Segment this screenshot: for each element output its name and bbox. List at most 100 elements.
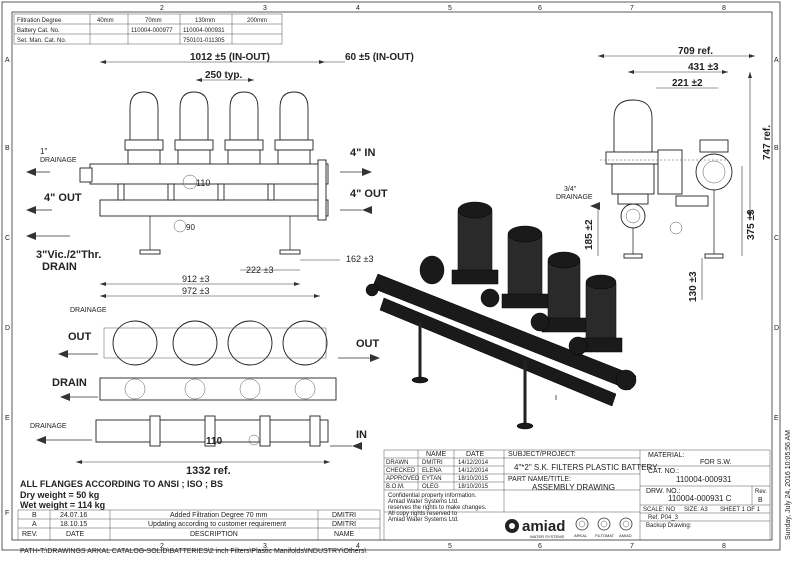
grid-row: C [5, 235, 10, 242]
grid-rows-left: A B C D E F [5, 57, 10, 517]
label-drain-size: 1" [40, 147, 47, 156]
tb-person: OLEG [422, 484, 439, 490]
tb-role: B.O.M. [386, 484, 405, 490]
tb-conf: All copy rights reserved to [388, 511, 458, 517]
sub-brand-name: FILTOMAT [595, 533, 615, 538]
label-drainage: DRAINAGE [40, 157, 77, 164]
grid-col: 3 [263, 543, 267, 550]
tb-name-header: NAME [426, 451, 447, 458]
grid-row: E [5, 415, 10, 422]
dim-60: 60 ±5 (IN-OUT) [345, 52, 414, 63]
dim-110: 110 [196, 178, 210, 188]
front-filter-3 [224, 91, 264, 165]
arrow-right-icon [370, 354, 380, 362]
amiad-logo: amiad WATER SYSTEMS [505, 518, 565, 539]
dim-431: 431 ±3 [688, 62, 719, 73]
tb-conf: Confidential property information. [388, 493, 477, 499]
tb-part: ASSEMBLY DRAWING [532, 483, 615, 492]
tb-role: DRAWN [386, 460, 408, 466]
header-row-label: Filtration Degree [17, 18, 62, 24]
dim-90: 90 [186, 223, 195, 232]
iso-filter-3 [541, 251, 587, 333]
rev-row: B [32, 512, 37, 519]
top-view: DRAINAGE 110 OUT DRAIN DRAINAGE OUT IN 1… [30, 307, 380, 477]
rev-date: 24.07.16 [60, 512, 87, 519]
tb-size: SIZE: A3 [684, 507, 708, 513]
arrow-left-icon [26, 206, 36, 214]
svg-text:WATER SYSTEMS: WATER SYSTEMS [530, 534, 565, 539]
tb-person: DMITRI [422, 460, 443, 466]
tb-role: CHECKED [386, 468, 416, 474]
grid-col: 8 [722, 543, 726, 550]
header-row-label: Battery Cat. No. [17, 28, 60, 34]
sub-brand-name: ARKAL [574, 533, 588, 538]
tb-scale: SCALE: NO [643, 507, 675, 513]
arrow-left-icon [58, 350, 68, 358]
rev-header: REV. [22, 531, 38, 538]
rev-name: DMITRI [332, 512, 356, 519]
tb-subject: 4"*2" S.K. FILTERS PLASTIC BATTERY [514, 463, 658, 472]
header-cell: 110004-000977 [131, 28, 173, 34]
grid-columns-bottom: 2 3 4 5 6 7 8 [160, 543, 726, 550]
notes: ALL FLANGES ACCORDING TO ANSI ; ISO ; BS… [20, 479, 223, 510]
grid-col: 2 [160, 5, 164, 12]
tb-material: FOR S.W. [700, 459, 732, 466]
label-drain-spec: 3"Vic./2"Thr. [36, 249, 101, 261]
arrow-left-icon [36, 436, 46, 444]
header-cell: 750101-011305 [183, 38, 225, 44]
arrow-left-icon [26, 232, 36, 240]
grid-col: 4 [356, 543, 360, 550]
label-drainage-side: DRAINAGE [556, 194, 593, 201]
label-drain-top: DRAIN [52, 377, 87, 389]
tb-date-header: DATE [466, 451, 484, 458]
tb-drw-no: 110004-000931 C [668, 494, 732, 503]
tb-date: 18/10/2015 [458, 476, 489, 482]
tb-backup: Backup Drawing: [646, 523, 692, 529]
grid-columns-top: 2 3 4 5 6 7 8 [160, 5, 726, 12]
tb-cat-no: 110004-000931 [676, 475, 732, 484]
dim-222: 222 ±3 [246, 265, 273, 275]
tb-ref: Ref. P04_3 [648, 515, 679, 521]
rev-desc: Updating according to customer requireme… [148, 521, 286, 528]
grid-col: 5 [448, 543, 452, 550]
dim-747: 747 ref. [762, 125, 773, 160]
label-drainage-34: 3/4" [564, 186, 577, 193]
revision-table: B 24.07.16 Added Filtration Degree 70 mm… [17, 509, 381, 541]
rev-date: 18.10.15 [60, 521, 87, 528]
label-drainage-bottom: DRAINAGE [30, 423, 67, 430]
grid-col: 7 [630, 543, 634, 550]
tb-part-header: PART NAME/TITLE: [508, 476, 571, 483]
header-cell: 40mm [97, 18, 114, 24]
header-cell: 70mm [145, 18, 162, 24]
grid-row: F [5, 510, 9, 517]
tb-date: 18/10/2015 [458, 484, 489, 490]
tb-material-header: MATERIAL: [648, 452, 684, 459]
print-timestamp: Sunday, July 24, 2016 10:05:56 AM [785, 430, 792, 540]
tb-drw-header: DRW. NO.: [646, 488, 681, 495]
label-out-right: OUT [356, 338, 380, 350]
grid-row: D [5, 325, 10, 332]
dim-1012: 1012 ±5 (IN-OUT) [190, 52, 270, 63]
note-flanges: ALL FLANGES ACCORDING TO ANSI ; ISO ; BS [20, 479, 223, 489]
label-out-top: OUT [68, 331, 92, 343]
sub-brand-logos: ARKAL FILTOMAT AMIAD [574, 517, 633, 538]
dim-912: 912 ±3 [182, 274, 209, 284]
grid-col: 6 [538, 543, 542, 550]
dim-185: 185 ±2 [584, 219, 595, 250]
file-path: PATH-T:\DRAWINGS ARKAL CATALOG-SOLID\BAT… [20, 548, 367, 555]
tb-sheet: SHEET 1 OF 1 [720, 507, 761, 513]
grid-col: 8 [722, 5, 726, 12]
grid-row: B [774, 145, 779, 152]
iso-filter-4 [579, 274, 623, 353]
header-cell: 130mm [195, 18, 215, 24]
grid-col: 4 [356, 5, 360, 12]
arrow-left-icon [362, 168, 372, 176]
tb-person: EYTAN [422, 476, 442, 482]
front-filter-1 [124, 91, 164, 165]
grid-row: D [774, 325, 779, 332]
dim-972: 972 ±3 [182, 286, 209, 296]
header-cell: 200mm [247, 18, 267, 24]
grid-row: A [5, 57, 10, 64]
rev-header: DATE [66, 531, 84, 538]
tb-conf: reserves the rights to make changes. [388, 505, 487, 511]
